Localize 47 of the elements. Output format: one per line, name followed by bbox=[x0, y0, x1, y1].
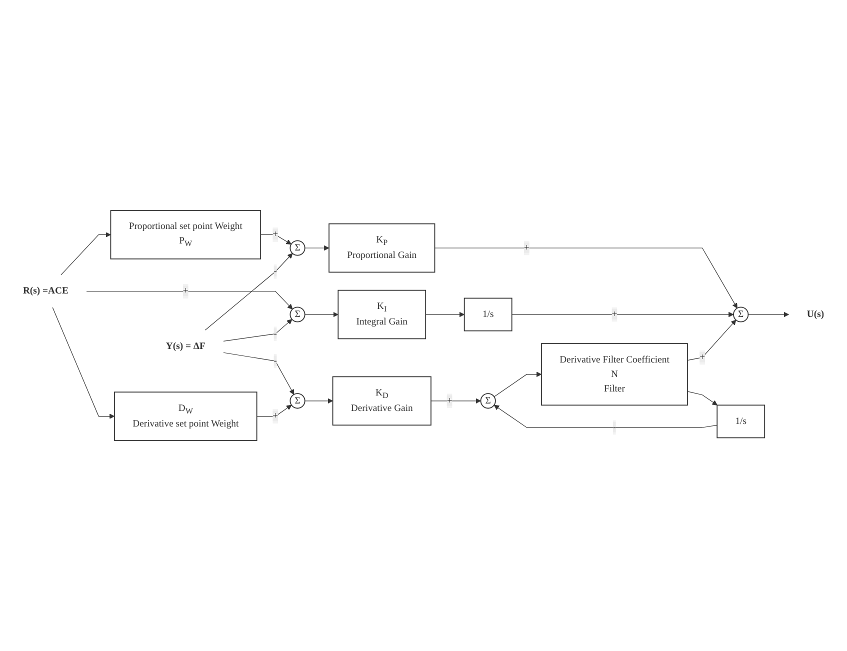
arrow bbox=[86, 290, 293, 310]
node-box: K$_{I}$ Integral Gain bbox=[338, 290, 426, 340]
arrow bbox=[434, 248, 738, 308]
edge-label: + bbox=[272, 229, 278, 240]
edge-label: + bbox=[446, 395, 452, 406]
arrow bbox=[425, 312, 465, 318]
arrow bbox=[494, 372, 542, 398]
arrow bbox=[748, 312, 789, 318]
arrow bbox=[304, 245, 330, 251]
node-box: K$_{P}$ Proportional Gain bbox=[328, 223, 436, 273]
arrow bbox=[512, 312, 734, 318]
node-text: Y(s) = ΔF bbox=[166, 341, 206, 352]
arrow bbox=[687, 391, 718, 406]
arrow bbox=[430, 398, 481, 404]
arrow bbox=[52, 307, 115, 419]
edge-label: + bbox=[182, 286, 188, 296]
edge-label: - bbox=[274, 356, 277, 366]
node-box: 1/s bbox=[464, 298, 512, 332]
arrow bbox=[687, 320, 736, 361]
arrow bbox=[223, 319, 292, 342]
node-circle: Σ bbox=[290, 240, 306, 256]
edge-label: + bbox=[272, 410, 278, 422]
edge-label: - bbox=[612, 422, 616, 432]
edge-label: - bbox=[274, 328, 277, 339]
arrow bbox=[260, 234, 292, 244]
node-text: U(s) bbox=[806, 309, 824, 320]
node-box: D$_{W}$ Derivative set point Weight bbox=[114, 392, 258, 441]
arrow bbox=[304, 312, 338, 318]
arrow bbox=[204, 253, 293, 330]
edge-label: - bbox=[274, 266, 277, 276]
node-box: Proportional set point Weight P$_{W}$ bbox=[110, 210, 262, 260]
edge-label: + bbox=[612, 309, 618, 320]
arrow bbox=[256, 404, 292, 417]
node-circle: Σ bbox=[480, 393, 496, 409]
node-box: K$_{D}$ Derivative Gain bbox=[332, 376, 432, 426]
arrow bbox=[223, 352, 294, 395]
node-box: 1/s bbox=[716, 404, 766, 438]
node-circle: Σ bbox=[290, 306, 306, 322]
node-box: Derivative Filter Coefficient N Filter bbox=[541, 343, 688, 406]
arrow bbox=[60, 232, 111, 276]
arrow bbox=[494, 404, 718, 428]
node-circle: Σ bbox=[733, 306, 749, 322]
edge-label: + bbox=[700, 352, 706, 362]
node-text: R(s) =ACE bbox=[22, 286, 68, 296]
arrow bbox=[304, 398, 334, 404]
edge-label: + bbox=[524, 242, 530, 253]
node-circle: Σ bbox=[290, 393, 306, 409]
